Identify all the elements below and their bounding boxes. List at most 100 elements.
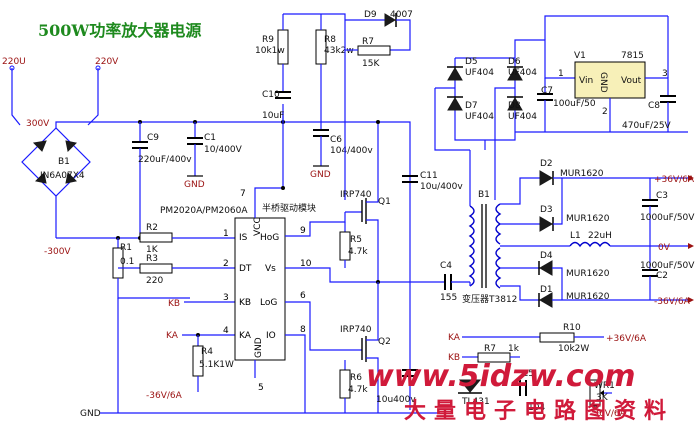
ic-pin-2-num: 2 (223, 259, 229, 269)
bridge-rectifier (21, 121, 140, 238)
net-label-gnd-bottom: GND (80, 409, 101, 419)
resistor-r7 (345, 45, 391, 56)
regulator-pin2: 2 (602, 107, 608, 117)
schematic-title: 500W功率放大器电源 (38, 21, 201, 40)
bridge-ref: B1 (58, 157, 70, 167)
transformer-ref: B1 (478, 190, 490, 200)
r5-val: 4.7k (348, 247, 368, 257)
c11-ref: C11 (420, 171, 438, 181)
d6-ref: D6 (508, 57, 521, 67)
ic-pin-2-name: DT (239, 264, 252, 274)
c8-val: 470uF/25V (622, 121, 672, 131)
ic-pin-5-name: GND (254, 337, 264, 358)
resistor-r10 (539, 332, 604, 343)
capacitor-c2 (642, 246, 658, 300)
wire-vs (285, 267, 445, 283)
r7b-val: 1k (508, 344, 520, 354)
c4-val: 155 (440, 293, 457, 303)
r10-val: 10k2W (558, 344, 589, 354)
net-label-300v: 300V (26, 119, 50, 129)
ic-pin-6-num: 6 (300, 291, 306, 301)
net-label-neg36-left: -36V/6A (146, 391, 183, 401)
ic-part: PM2020A/PM2060A (160, 206, 248, 216)
rail-300v (140, 121, 411, 410)
capacitor-c1 (187, 122, 203, 177)
d3-ref: D3 (540, 205, 553, 215)
r3-val: 220 (146, 276, 163, 286)
ic-pin-5-num: 5 (258, 383, 264, 393)
r5-ref: R5 (350, 235, 362, 245)
capacitor-c11 (402, 175, 418, 183)
c2-ref: C2 (656, 271, 668, 281)
ic-pin-9-name: HoG (260, 233, 279, 243)
diode-d9 (345, 13, 411, 51)
driver-ic (234, 200, 286, 378)
ic-pin-9-num: 9 (300, 226, 306, 236)
c5-ref: C5 (522, 369, 534, 379)
q2-ref: Q2 (378, 337, 391, 347)
net-label-kb-right: KB (448, 353, 460, 363)
c7-ref: C7 (541, 86, 553, 96)
net-label-ka-right: KA (448, 333, 461, 343)
ic-pin-10-name: Vs (265, 264, 276, 274)
resistor-r2 (139, 232, 235, 243)
c11b-val: 10u400v (376, 395, 416, 405)
c6-val: 104/400v (330, 146, 373, 156)
net-label-ka: KA (166, 331, 179, 341)
resistor-r4 (192, 335, 204, 392)
d8-part: UF404 (508, 112, 537, 122)
wire-io (285, 334, 306, 413)
r7b-ref: R7 (484, 344, 496, 354)
d9-ref: D9 (364, 10, 377, 20)
output-rectifier (500, 170, 688, 308)
regulator-vout: Vout (621, 76, 642, 86)
r9-val: 10k1w (255, 46, 285, 56)
aux-bridge (434, 39, 575, 200)
r9-ref: R9 (262, 35, 274, 45)
r8-val: 43k2w (324, 46, 354, 56)
ic-pin-1-num: 1 (223, 229, 229, 239)
resistor-r9 (275, 14, 291, 122)
regulator-pin3: 3 (662, 69, 668, 79)
capacitor-c4 (444, 274, 470, 290)
c1-val: 10/400V (204, 145, 243, 155)
ic-pin-6-name: LoG (260, 298, 277, 308)
c3-ref: C3 (656, 191, 668, 201)
capacitor-c3 (642, 178, 658, 246)
d9-part: 4007 (390, 10, 413, 20)
q1-part: IRP740 (340, 190, 372, 200)
r2-val: 1K (146, 245, 159, 255)
r4-val: 5.1K1W (199, 360, 234, 370)
c3-val: 1000uF/50V (640, 213, 695, 223)
r7-val: 15K (362, 59, 380, 69)
d3-part: MUR1620 (566, 214, 610, 224)
c4-ref: C4 (440, 261, 452, 271)
r10-ref: R10 (563, 323, 581, 333)
wire-vcc (254, 112, 284, 200)
r6-ref: R6 (350, 373, 362, 383)
ic-note: 半桥驱动模块 (262, 202, 316, 214)
mosfet-q1 (345, 122, 380, 284)
d7-ref: D7 (465, 101, 478, 111)
capacitor-c11b (402, 369, 418, 377)
c1-ref: C1 (204, 133, 216, 143)
d2-ref: D2 (540, 159, 553, 169)
d5-ref: D5 (465, 57, 478, 67)
d4-part: MUR1620 (566, 269, 610, 279)
c2-val: 1000uF/50V (640, 261, 695, 271)
ac-input-wires (9, 65, 101, 126)
net-label-gnd-2: GND (310, 170, 331, 180)
transformer-part: 变压器T3812 (462, 293, 517, 305)
r4-ref: R4 (201, 347, 213, 357)
net-label-ac2: 220V (95, 57, 119, 67)
r1-ref: R1 (120, 243, 132, 253)
inductor-val: 22uH (588, 231, 612, 241)
capacitor-c8 (660, 95, 676, 132)
resistor-r6 (339, 360, 351, 413)
d4-ref: D4 (540, 251, 553, 261)
mosfet-q2 (345, 282, 379, 413)
c9-val: 220uF/400v (138, 155, 192, 165)
r2-ref: R2 (146, 223, 158, 233)
c9-ref: C9 (147, 133, 159, 143)
